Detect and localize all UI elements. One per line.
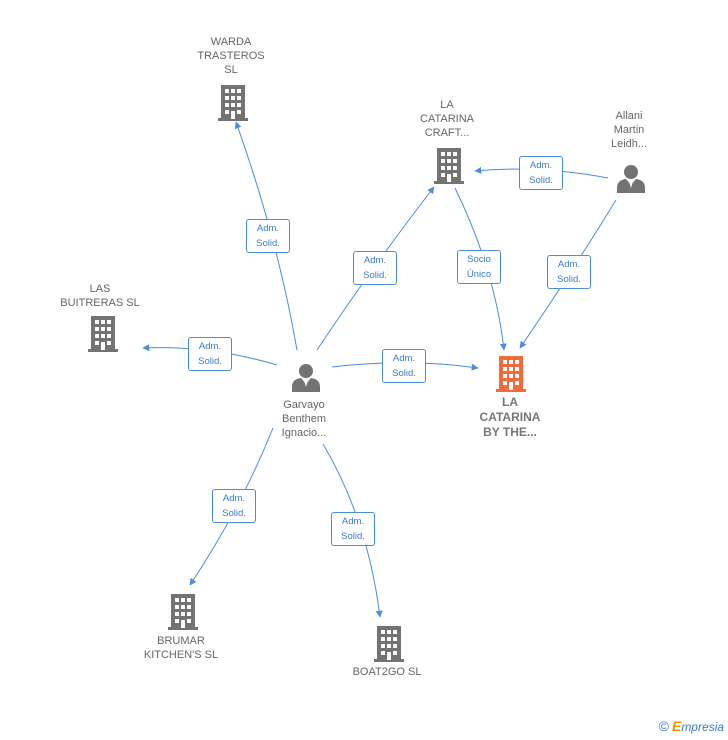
edge-label-adm-solid: Adm.Solid.	[547, 255, 591, 289]
edge-label-adm-solid: Adm.Solid.	[382, 349, 426, 383]
edge-label-adm-solid: Adm.Solid.	[188, 337, 232, 371]
edge-label-adm-solid: Adm.Solid.	[246, 219, 290, 253]
node-label-warda-trasteros[interactable]: WARDA TRASTEROS SL	[197, 36, 265, 76]
node-label-la-catarina-by-the[interactable]: LA CATARINA BY THE...	[479, 395, 541, 439]
node-label-brumar-kitchens[interactable]: BRUMAR KITCHEN'S SL	[143, 635, 219, 661]
person-icon[interactable]	[292, 364, 320, 392]
building-icon[interactable]	[496, 356, 526, 392]
building-icon[interactable]	[218, 85, 248, 121]
building-icon[interactable]	[168, 594, 198, 630]
edge-label-adm-solid: Adm.Solid.	[331, 512, 375, 546]
node-label-la-catarina-craft[interactable]: LA CATARINA CRAFT...	[420, 99, 474, 139]
edge-label-adm-solid: Adm.Solid.	[353, 251, 397, 285]
edge-label-adm-solid: Adm.Solid.	[212, 489, 256, 523]
footer-brand: © Empresia	[659, 718, 724, 734]
node-label-las-buitreras[interactable]: LAS BUITRERAS SL	[60, 283, 140, 309]
building-icon[interactable]	[88, 316, 118, 352]
node-label-garvayo-benthem[interactable]: Garvayo Benthem Ignacio...	[281, 399, 327, 439]
person-icon[interactable]	[617, 165, 645, 193]
node-label-boat2go[interactable]: BOAT2GO SL	[352, 666, 422, 678]
building-icon[interactable]	[374, 626, 404, 662]
building-icon[interactable]	[434, 148, 464, 184]
edge-label-adm-solid: Adm.Solid.	[519, 156, 563, 190]
brand-logo[interactable]: Empresia	[671, 718, 724, 734]
node-label-allani-martin[interactable]: Allani Martin Leidh...	[610, 110, 648, 150]
copyright-icon: ©	[658, 718, 669, 734]
